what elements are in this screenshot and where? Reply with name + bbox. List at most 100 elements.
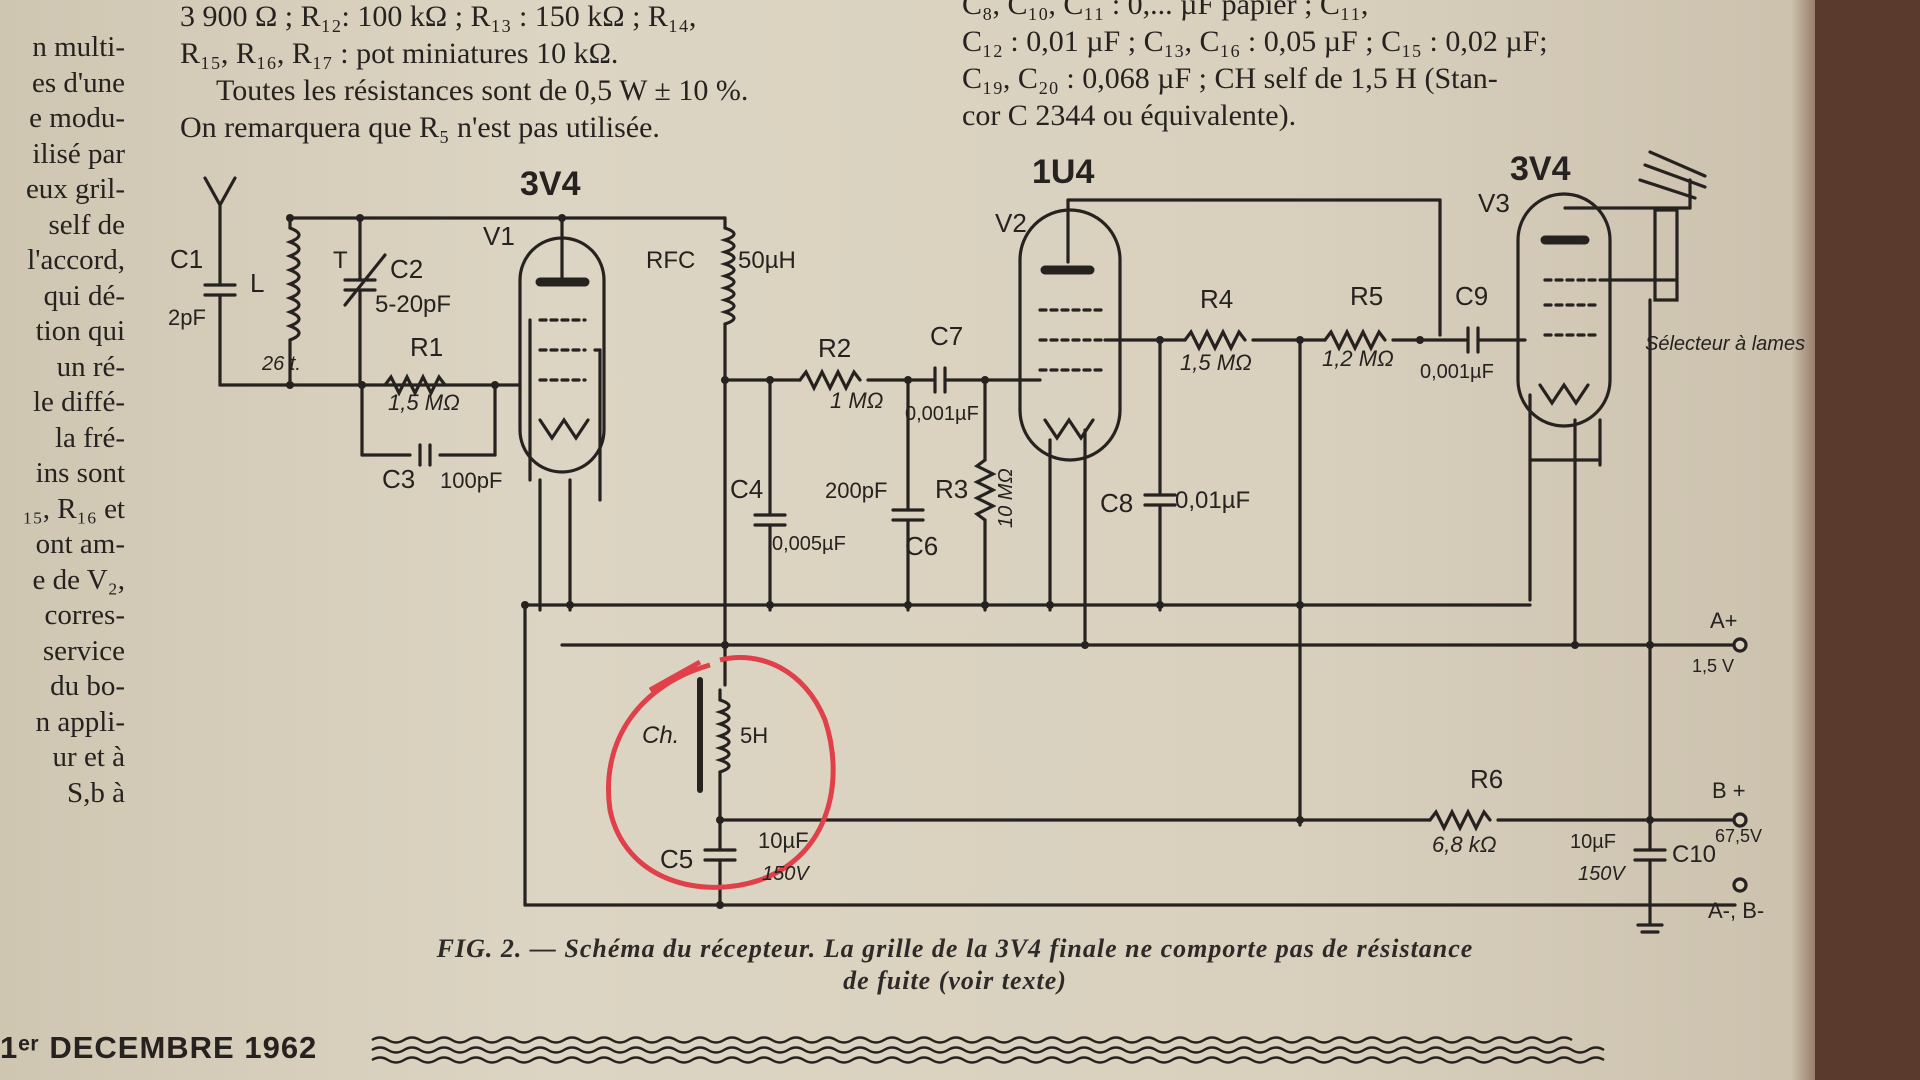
c2-value: 5-20pF bbox=[375, 291, 451, 318]
tube-v2-ref: V2 bbox=[995, 208, 1027, 238]
choke-coil bbox=[714, 698, 731, 774]
text-line: C₈, C₁₀, C₁₁ : 0,... µF papier ; C₁₁, bbox=[962, 0, 1369, 21]
terminal-b-plus-voltage: 67,5V bbox=[1715, 826, 1762, 846]
coil-rfc bbox=[719, 226, 736, 326]
text-line: n appli- bbox=[35, 705, 125, 738]
text-line: On remarquera que R₅ n'est pas utilisée. bbox=[180, 111, 660, 144]
c5-ref: C5 bbox=[660, 844, 693, 874]
tube-v3 bbox=[1516, 192, 1612, 428]
tube-v3-type: 3V4 bbox=[1510, 150, 1571, 188]
r2-value: 1 MΩ bbox=[830, 388, 883, 413]
text-line: Toutes les résistances sont de 0,5 W ± 1… bbox=[216, 74, 749, 107]
text-line: du bo- bbox=[50, 670, 125, 702]
r5-value: 1,2 MΩ bbox=[1322, 346, 1394, 371]
r4-value: 1,5 MΩ bbox=[1180, 350, 1252, 375]
r4-ref: R4 bbox=[1200, 284, 1233, 314]
resistor-r4 bbox=[1183, 328, 1247, 352]
parts-list-left: 3 900 Ω ; R₁₂: 100 kΩ ; R₁₃ : 150 kΩ ; R… bbox=[180, 0, 748, 146]
left-text-column: n multi- es d'une e modu- ilisé par eux … bbox=[0, 30, 125, 811]
text-line: l'accord, bbox=[27, 244, 125, 276]
terminal-a-plus: A+ bbox=[1710, 608, 1738, 633]
tube-v3-ref: V3 bbox=[1478, 188, 1510, 218]
resistor-r1 bbox=[383, 373, 447, 397]
terminal-b-plus: B + bbox=[1712, 778, 1746, 803]
c8-ref: C8 bbox=[1100, 488, 1133, 518]
c5-value: 10µF bbox=[758, 828, 809, 853]
t-ref: T bbox=[333, 247, 348, 274]
r2-ref: R2 bbox=[818, 333, 851, 363]
r3-value: 10 MΩ bbox=[995, 468, 1017, 528]
r1-ref: R1 bbox=[410, 332, 443, 362]
caption-line-1: FIG. 2. — Schéma du récepteur. La grille… bbox=[436, 934, 1474, 963]
c1-ref: C1 bbox=[170, 244, 203, 274]
book-cover-edge bbox=[1815, 0, 1920, 1080]
resistor-r6 bbox=[1428, 808, 1492, 832]
c9-value: 0,001µF bbox=[1420, 361, 1494, 383]
text-line: e modu- bbox=[29, 102, 125, 134]
text-line: n multi- bbox=[32, 31, 125, 63]
magazine-page bbox=[0, 0, 1830, 1080]
terminal-a-b-minus: A-, B- bbox=[1708, 898, 1764, 923]
resistor-r5 bbox=[1323, 328, 1387, 352]
c6-ref: C6 bbox=[905, 531, 938, 561]
tube-v1-type: 3V4 bbox=[520, 165, 581, 203]
c3-value: 100pF bbox=[440, 468, 502, 493]
caption-line-2: de fuite (voir texte) bbox=[843, 966, 1067, 995]
c1-value: 2pF bbox=[168, 305, 206, 330]
r5-ref: R5 bbox=[1350, 281, 1383, 311]
c4-ref: C4 bbox=[730, 474, 763, 504]
text-line: C₁₉, C₂₀ : 0,068 µF ; CH self de 1,5 H (… bbox=[962, 62, 1498, 95]
c5-voltage: 150V bbox=[762, 863, 810, 885]
l-value: 26 t. bbox=[261, 353, 301, 375]
text-line: S,b à bbox=[67, 776, 125, 809]
text-line: C₁₂ : 0,01 µF ; C₁₃, C₁₆ : 0,05 µF ; C₁₅… bbox=[962, 25, 1548, 58]
c3-ref: C3 bbox=[382, 464, 415, 494]
rfc-ref: RFC bbox=[646, 247, 695, 274]
rfc-value: 50µH bbox=[738, 247, 796, 274]
c7-value: 0,001µF bbox=[905, 403, 979, 425]
text-line: le diffé- bbox=[32, 386, 125, 418]
footer-date: 1ᵉʳ DECEMBRE 1962 bbox=[0, 1030, 318, 1065]
text-line: tion qui bbox=[35, 315, 125, 347]
c9-ref: C9 bbox=[1455, 281, 1488, 311]
text-line: eux gril- bbox=[25, 173, 125, 205]
c7-ref: C7 bbox=[930, 321, 963, 351]
coil-l bbox=[285, 226, 301, 342]
parts-list-right: C₈, C₁₀, C₁₁ : 0,... µF papier ; C₁₁, C₁… bbox=[962, 0, 1548, 134]
r3-ref: R3 bbox=[935, 474, 968, 504]
c10-ref: C10 bbox=[1672, 841, 1716, 868]
text-line: R₁₅, R₁₆, R₁₇ : pot miniatures 10 kΩ. bbox=[180, 37, 619, 70]
tube-v1 bbox=[518, 236, 606, 474]
resistor-r3 bbox=[973, 458, 997, 522]
text-line: self de bbox=[48, 208, 126, 241]
text-line: la fré- bbox=[54, 421, 125, 454]
r6-value: 6,8 kΩ bbox=[1432, 832, 1496, 857]
text-line: ur et à bbox=[52, 741, 125, 773]
highlight-circle bbox=[606, 655, 836, 890]
tube-v2 bbox=[1018, 208, 1122, 462]
r6-ref: R6 bbox=[1470, 764, 1503, 794]
tube-v2-type: 1U4 bbox=[1032, 153, 1094, 191]
c10-value: 10µF bbox=[1570, 831, 1616, 853]
text-line: es d'une bbox=[31, 66, 125, 99]
text-line: qui dé- bbox=[43, 279, 125, 312]
text-line: un ré- bbox=[56, 350, 125, 383]
r1-value: 1,5 MΩ bbox=[388, 390, 460, 415]
text-line: ilisé par bbox=[32, 137, 125, 170]
c2-ref: C2 bbox=[390, 254, 423, 284]
text-line: corres- bbox=[44, 599, 125, 631]
terminal-a-plus-voltage: 1,5 V bbox=[1692, 656, 1734, 676]
figure-caption: FIG. 2. — Schéma du récepteur. La grille… bbox=[195, 933, 1715, 997]
ch-ref: Ch. bbox=[642, 722, 679, 749]
text-line: ins sont bbox=[35, 457, 125, 489]
text-line: e de V₂, bbox=[32, 563, 125, 596]
l-ref: L bbox=[250, 268, 264, 298]
selector-label: Sélecteur à lames bbox=[1645, 333, 1805, 355]
c8-value: 0,01µF bbox=[1175, 487, 1250, 514]
text-line: cor C 2344 ou équivalente). bbox=[962, 99, 1297, 132]
text-line: 3 900 Ω ; R₁₂: 100 kΩ ; R₁₃ : 150 kΩ ; R… bbox=[180, 0, 697, 33]
text-line: ₁₅, R₁₆ et bbox=[22, 492, 125, 525]
text-line: ont am- bbox=[35, 528, 125, 560]
resistor-r2 bbox=[798, 368, 862, 392]
